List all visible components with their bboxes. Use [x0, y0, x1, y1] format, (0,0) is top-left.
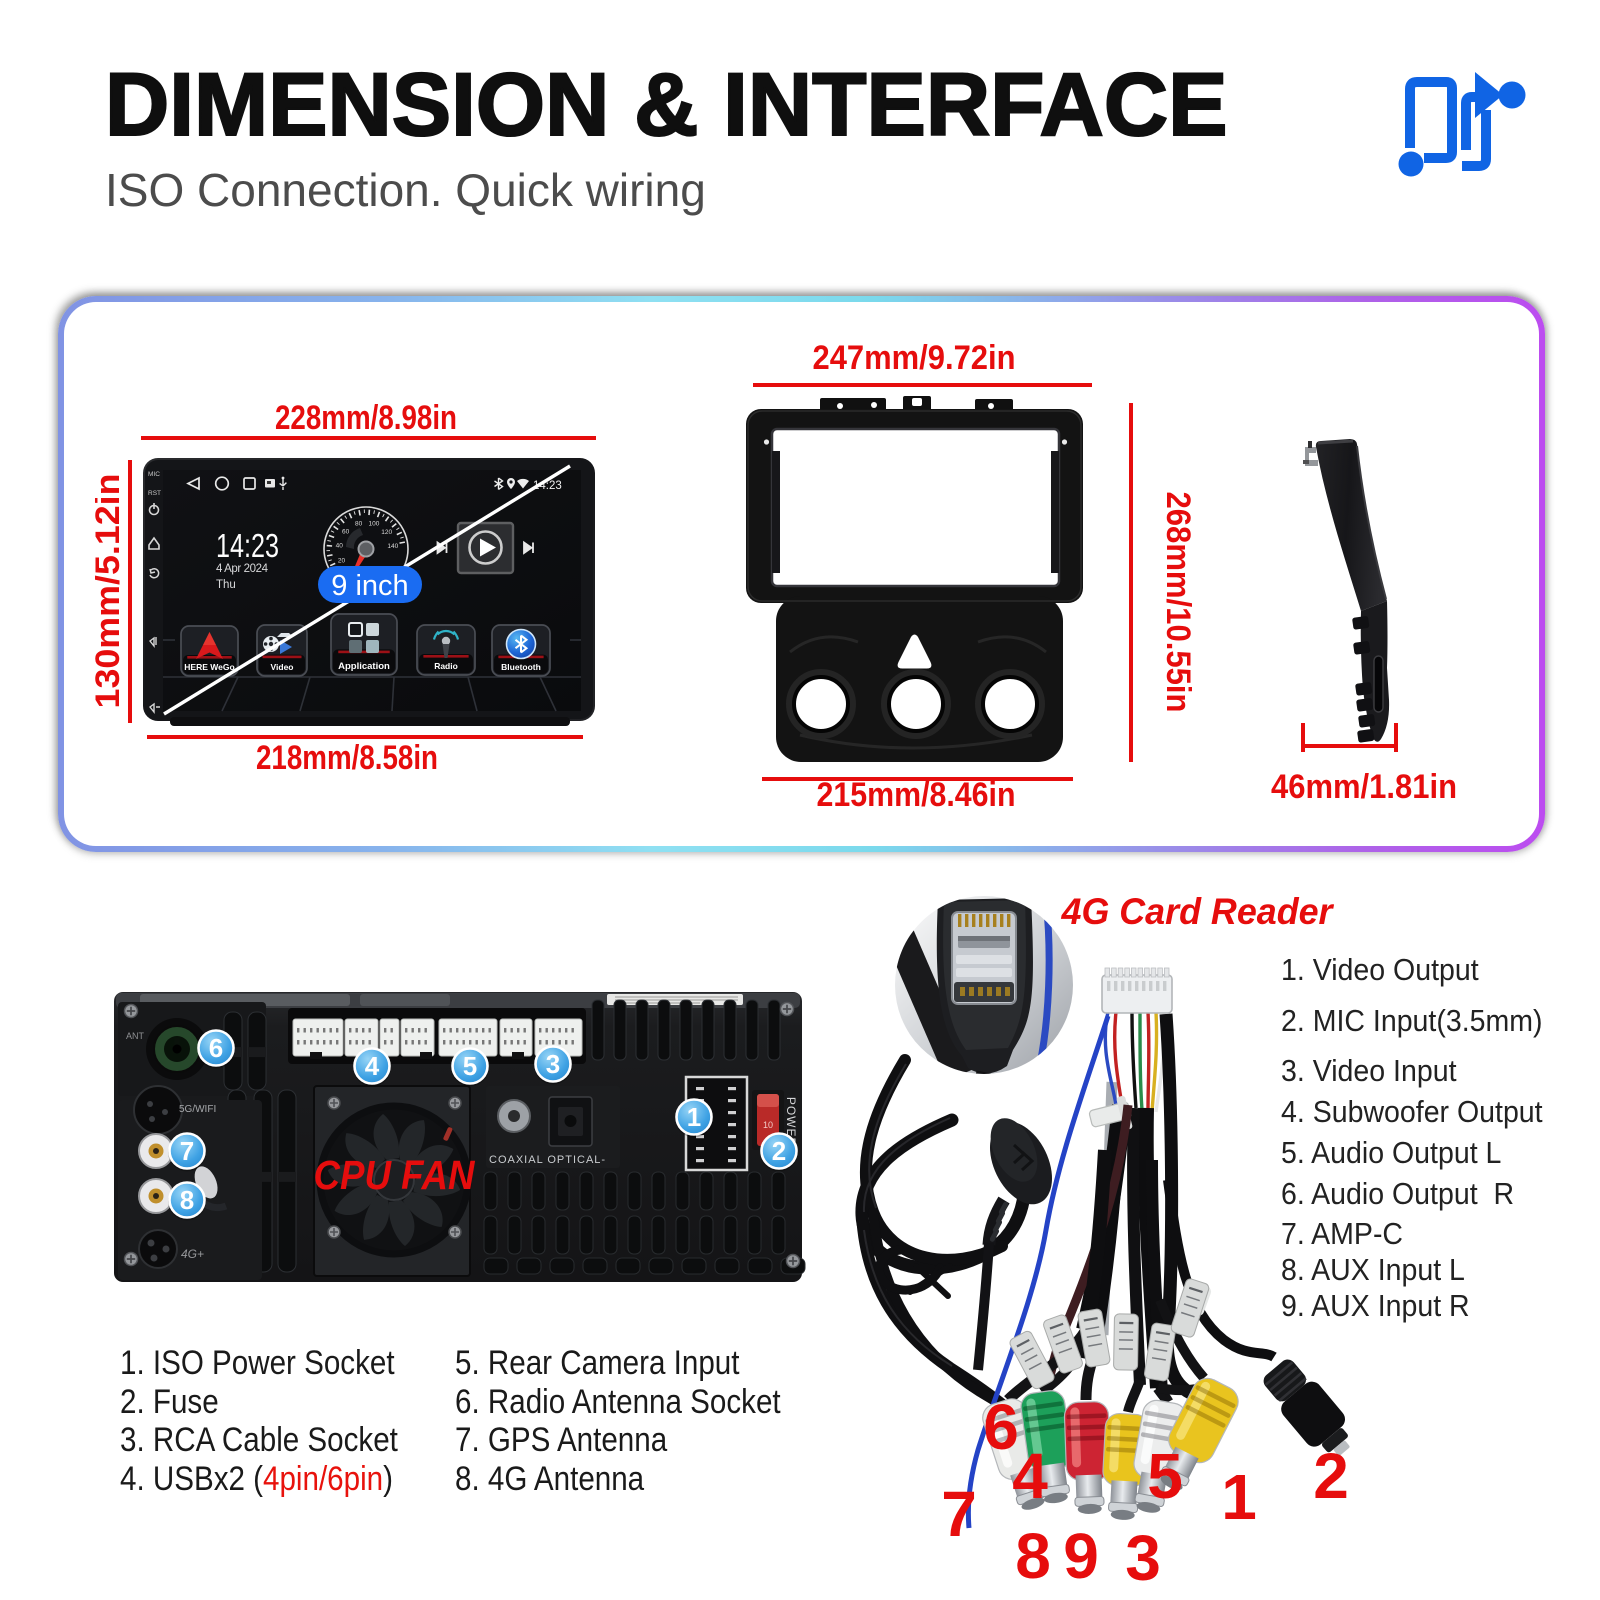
svg-text:8: 8 [1015, 1520, 1051, 1592]
svg-text:5: 5 [1147, 1440, 1183, 1512]
svg-text:HERE WeGo: HERE WeGo [184, 662, 234, 672]
svg-text:14:23: 14:23 [216, 527, 279, 564]
svg-text:60: 60 [342, 529, 350, 536]
svg-text:215mm/8.46in: 215mm/8.46in [817, 776, 1016, 814]
svg-text:2: 2 [772, 1136, 786, 1166]
svg-text:4: 4 [365, 1051, 380, 1081]
svg-text:4G Card Reader: 4G Card Reader [1061, 891, 1335, 932]
svg-text:6: 6 [209, 1033, 223, 1063]
svg-text:8: 8 [180, 1185, 194, 1215]
svg-text:3: 3 [546, 1049, 560, 1079]
svg-text:228mm/8.98in: 228mm/8.98in [275, 399, 457, 437]
svg-text:130mm/5.12in: 130mm/5.12in [95, 474, 127, 709]
svg-text:9 inch: 9 inch [331, 570, 408, 602]
svg-text:1: 1 [687, 1102, 701, 1132]
svg-text:218mm/8.58in: 218mm/8.58in [256, 739, 438, 777]
svg-text:247mm/9.72in: 247mm/9.72in [813, 340, 1016, 377]
svg-text:Bluetooth: Bluetooth [501, 662, 541, 672]
svg-text:6: 6 [983, 1391, 1019, 1463]
svg-text:MIC: MIC [148, 471, 160, 478]
svg-text:40: 40 [336, 543, 344, 550]
svg-text:1: 1 [1221, 1461, 1257, 1533]
svg-text:9: 9 [1063, 1520, 1099, 1592]
svg-text:5: 5 [463, 1051, 477, 1081]
svg-text:268mm/10.55in: 268mm/10.55in [1159, 492, 1197, 713]
svg-text:ANT: ANT [126, 1031, 145, 1041]
svg-text:4G+: 4G+ [181, 1247, 204, 1261]
svg-text:Thu: Thu [216, 579, 236, 591]
svg-text:5G/WIFI: 5G/WIFI [179, 1104, 216, 1115]
svg-text:Video: Video [271, 662, 294, 672]
svg-text:4: 4 [1012, 1440, 1048, 1512]
svg-text:46mm/1.81in: 46mm/1.81in [1271, 768, 1457, 806]
svg-text:7: 7 [180, 1136, 194, 1166]
svg-text:3: 3 [1125, 1522, 1161, 1594]
svg-text:100: 100 [368, 521, 379, 528]
svg-text:120: 120 [381, 529, 392, 536]
svg-text:Application: Application [338, 661, 390, 672]
svg-text:4 Apr 2024: 4 Apr 2024 [216, 563, 269, 575]
svg-text:20: 20 [338, 558, 346, 565]
svg-text:140: 140 [387, 543, 398, 550]
svg-text:2: 2 [1313, 1440, 1349, 1512]
svg-text:Radio: Radio [434, 661, 458, 671]
svg-text:RST: RST [148, 490, 161, 497]
svg-text:7: 7 [941, 1478, 977, 1550]
svg-text:10: 10 [763, 1120, 773, 1130]
svg-text:80: 80 [355, 520, 363, 527]
svg-text:CPU FAN: CPU FAN [314, 1152, 476, 1198]
svg-text:COAXIAL OPTICAL-: COAXIAL OPTICAL- [489, 1154, 606, 1166]
